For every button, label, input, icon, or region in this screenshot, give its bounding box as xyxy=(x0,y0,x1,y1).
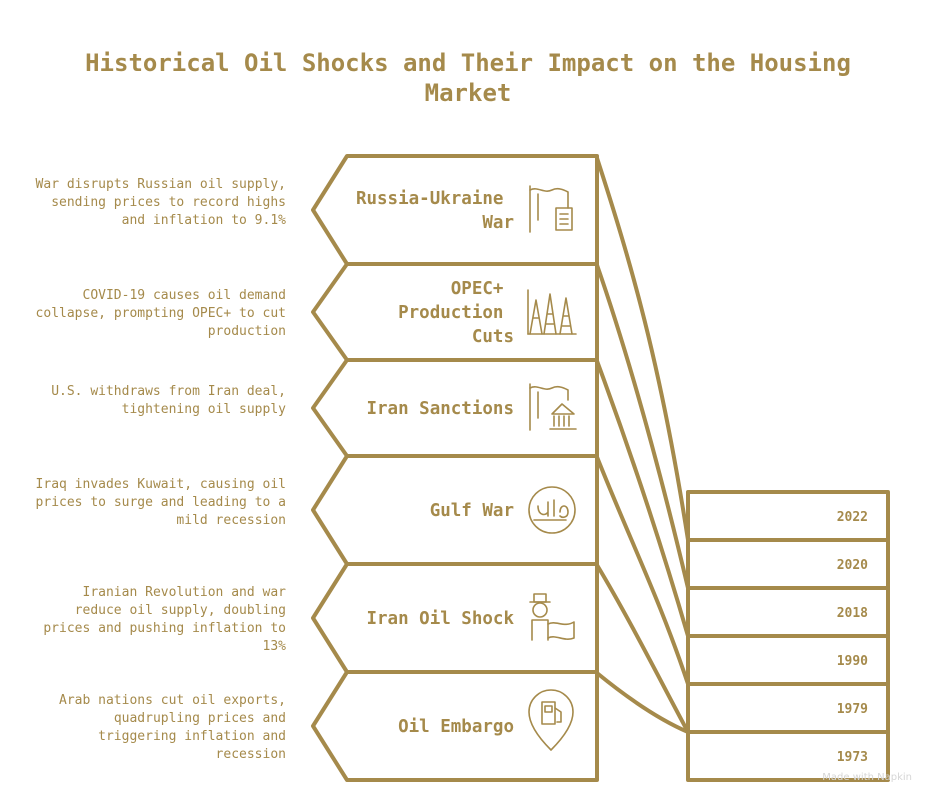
event-description-iran-sanctions: U.S. withdraws from Iran deal, tightenin… xyxy=(51,384,286,417)
year-label-1979: 1979 xyxy=(837,702,868,717)
flag-document-icon xyxy=(529,185,573,233)
year-label-2020: 2020 xyxy=(837,558,868,573)
year-box-1990 xyxy=(686,634,890,686)
oil-rigs-icon xyxy=(527,289,577,335)
event-label-line: OPEC+ xyxy=(451,279,504,299)
connector-russia-ukraine xyxy=(595,156,690,542)
event-block-russia-ukraine xyxy=(311,154,599,266)
connector-lines xyxy=(595,156,690,734)
connector-iran-sanctions xyxy=(595,359,690,638)
connector-iran-oil-shock xyxy=(595,563,690,734)
year-label-2018: 2018 xyxy=(837,606,868,621)
event-label-line: Russia-Ukraine xyxy=(356,189,504,209)
year-label-2022: 2022 xyxy=(837,510,868,525)
connector-oil-embargo xyxy=(595,671,690,734)
watermark: Made with Napkin xyxy=(822,772,912,783)
year-label-1990: 1990 xyxy=(837,654,868,669)
page-title: Historical Oil Shocks and Their Impact o… xyxy=(85,49,851,107)
flag-bank-icon xyxy=(529,383,577,431)
connector-gulf-war xyxy=(595,455,690,686)
event-description-opec-cuts: COVID-19 causes oil demand collapse, pro… xyxy=(35,288,286,339)
event-label-iran-oil-shock: Iran Oil Shock xyxy=(366,609,514,629)
event-label-iran-sanctions: Iran Sanctions xyxy=(366,399,514,419)
year-box-2018 xyxy=(686,586,890,638)
fuel-pump-pin-icon xyxy=(528,689,574,751)
event-label-line: Production xyxy=(398,303,503,323)
year-label-1973: 1973 xyxy=(837,750,868,765)
arabic-emblem-icon xyxy=(528,486,576,534)
event-label-gulf-war: Gulf War xyxy=(430,501,514,521)
event-label-oil-embargo: Oil Embargo xyxy=(398,717,514,737)
event-label-line: Cuts xyxy=(472,327,514,347)
event-label-line: War xyxy=(482,213,514,233)
event-block-oil-embargo xyxy=(311,670,599,782)
year-box-1973 xyxy=(686,730,890,782)
event-description-gulf-war: Iraq invades Kuwait, causing oil prices … xyxy=(35,477,286,528)
person-flag-icon xyxy=(529,593,575,641)
event-description-iran-oil-shock: Iranian Revolution and war reduce oil su… xyxy=(43,585,286,654)
event-label-russia-ukraine: Russia-Ukraine War xyxy=(356,189,514,233)
event-description-russia-ukraine: War disrupts Russian oil supply, sending… xyxy=(35,177,286,228)
event-label-opec-cuts: OPEC+ Production Cuts xyxy=(398,279,514,347)
event-description-oil-embargo: Arab nations cut oil exports, quadruplin… xyxy=(59,693,286,762)
event-blocks xyxy=(311,154,599,782)
connector-opec-cuts xyxy=(595,263,690,590)
year-stack: 2022 2020 2018 1990 1979 1973 xyxy=(686,490,890,782)
year-box-2020 xyxy=(686,538,890,590)
